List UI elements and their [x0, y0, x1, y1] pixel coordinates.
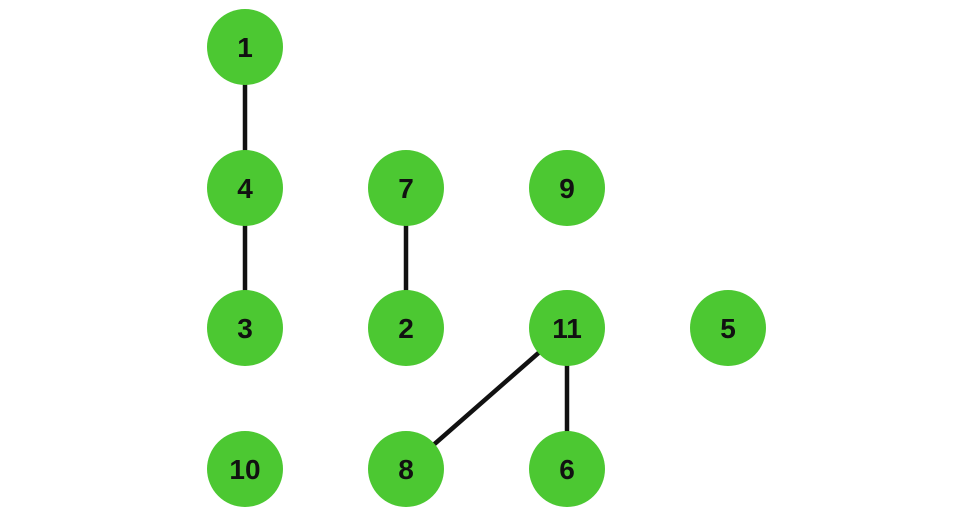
graph-node-5[interactable]	[690, 290, 766, 366]
graph-node-3[interactable]	[207, 290, 283, 366]
graph-node-label-5: 5	[720, 313, 736, 344]
graph-node-4[interactable]	[207, 150, 283, 226]
graph-node-label-11: 11	[552, 313, 582, 344]
graph-node-label-3: 3	[237, 313, 253, 344]
graph-node-label-4: 4	[237, 173, 253, 204]
graph-node-6[interactable]	[529, 431, 605, 507]
graph-node-label-6: 6	[559, 454, 575, 485]
graph-node-10[interactable]	[207, 431, 283, 507]
graph-node-8[interactable]	[368, 431, 444, 507]
graph-node-1[interactable]	[207, 9, 283, 85]
graph-node-label-1: 1	[237, 32, 253, 63]
graph-node-2[interactable]	[368, 290, 444, 366]
graph-node-label-2: 2	[398, 313, 414, 344]
graph-node-7[interactable]	[368, 150, 444, 226]
graph-node-label-8: 8	[398, 454, 414, 485]
graph-node-label-9: 9	[559, 173, 575, 204]
graph-node-9[interactable]	[529, 150, 605, 226]
graph-node-label-10: 10	[229, 454, 260, 485]
graph-node-11[interactable]	[529, 290, 605, 366]
graph-node-label-7: 7	[398, 173, 414, 204]
